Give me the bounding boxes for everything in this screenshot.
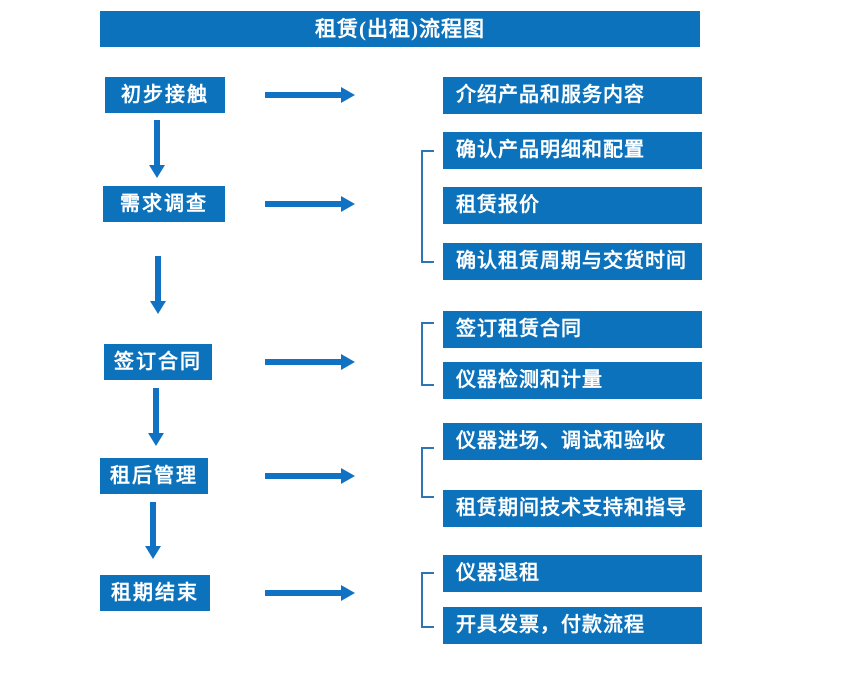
detail-box-intro-products: 介绍产品和服务内容 (443, 77, 702, 114)
right-arrow-head (341, 468, 355, 484)
down-arrow-head (148, 433, 164, 446)
down-arrow-shaft (155, 256, 161, 302)
down-arrow (149, 120, 165, 178)
right-arrow-shaft (265, 92, 342, 98)
step-box-sign-contract: 签订合同 (104, 344, 212, 380)
down-arrow (145, 502, 161, 559)
flowchart-title: 租赁(出租)流程图 (100, 11, 700, 47)
down-arrow-head (145, 546, 161, 559)
right-arrow-head (341, 354, 355, 370)
detail-box-setup-acceptance: 仪器进场、调试和验收 (443, 423, 702, 460)
group-bracket (421, 322, 434, 386)
detail-box-invoice-payment: 开具发票，付款流程 (443, 607, 702, 644)
right-arrow (265, 468, 355, 484)
right-arrow-head (341, 87, 355, 103)
detail-box-confirm-config: 确认产品明细和配置 (443, 132, 702, 169)
down-arrow-shaft (150, 502, 156, 547)
right-arrow-shaft (265, 473, 342, 479)
detail-box-inspection: 仪器检测和计量 (443, 362, 702, 399)
detail-box-confirm-period: 确认租赁周期与交货时间 (443, 243, 702, 280)
group-bracket (421, 572, 434, 628)
step-box-demand-survey: 需求调查 (103, 186, 225, 222)
right-arrow-shaft (265, 590, 342, 596)
down-arrow-shaft (154, 120, 160, 166)
down-arrow (150, 256, 166, 314)
right-arrow-head (341, 196, 355, 212)
right-arrow-shaft (265, 201, 342, 207)
down-arrow-head (150, 301, 166, 314)
detail-box-tech-support: 租赁期间技术支持和指导 (443, 490, 702, 527)
right-arrow (265, 196, 355, 212)
down-arrow-head (149, 165, 165, 178)
right-arrow (265, 87, 355, 103)
step-box-post-rental-mgmt: 租后管理 (100, 458, 208, 494)
down-arrow (148, 388, 164, 446)
step-box-initial-contact: 初步接触 (105, 77, 225, 113)
detail-box-sign-lease: 签订租赁合同 (443, 311, 702, 348)
step-box-rental-end: 租期结束 (100, 575, 210, 611)
detail-box-rental-quote: 租赁报价 (443, 187, 702, 224)
group-bracket (421, 447, 434, 498)
detail-box-return-equipment: 仪器退租 (443, 555, 702, 592)
right-arrow (265, 585, 355, 601)
right-arrow-head (341, 585, 355, 601)
right-arrow (265, 354, 355, 370)
group-bracket (421, 150, 434, 263)
right-arrow-shaft (265, 359, 342, 365)
down-arrow-shaft (153, 388, 159, 434)
